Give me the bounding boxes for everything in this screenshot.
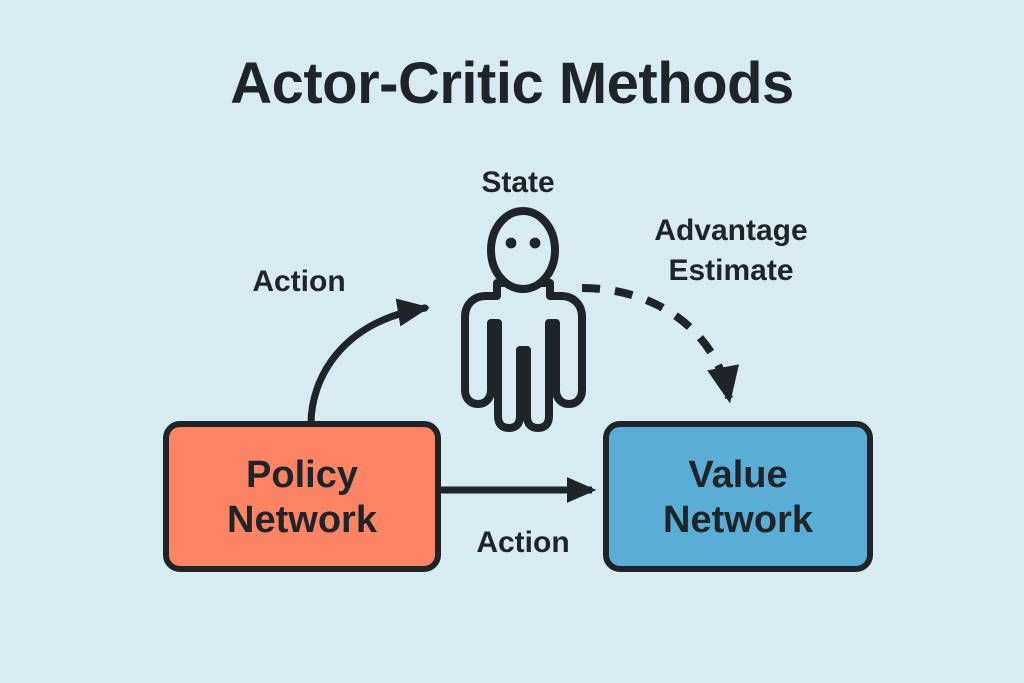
- value-network-box[interactable]: [603, 421, 873, 572]
- action-upper-label: Action: [252, 265, 345, 298]
- state-label: State: [481, 166, 554, 199]
- page-title: Actor-Critic Methods: [230, 51, 794, 116]
- agent-body-icon: [461, 279, 586, 432]
- agent-eye-right-icon: [529, 237, 541, 249]
- advantage-estimate-label-line2: Estimate: [668, 254, 793, 287]
- value-network-label-line1: Value: [688, 454, 787, 496]
- value-network-label-line2: Network: [663, 499, 814, 541]
- policy-network-label-line2: Network: [227, 499, 378, 541]
- value-network-node[interactable]: Value Network: [603, 421, 873, 572]
- environment-agent-figure: [461, 207, 586, 432]
- agent-eye-left-icon: [505, 237, 517, 249]
- policy-network-label-line1: Policy: [246, 454, 358, 496]
- policy-to-agent-arrow: [307, 298, 430, 428]
- policy-network-box[interactable]: [163, 421, 441, 572]
- agent-head-icon: [487, 207, 559, 293]
- policy-network-node[interactable]: Policy Network: [163, 421, 441, 572]
- advantage-estimate-label-line1: Advantage: [654, 214, 807, 247]
- agent-to-value-dashed-arrow: [581, 284, 740, 404]
- action-lower-label: Action: [476, 526, 569, 559]
